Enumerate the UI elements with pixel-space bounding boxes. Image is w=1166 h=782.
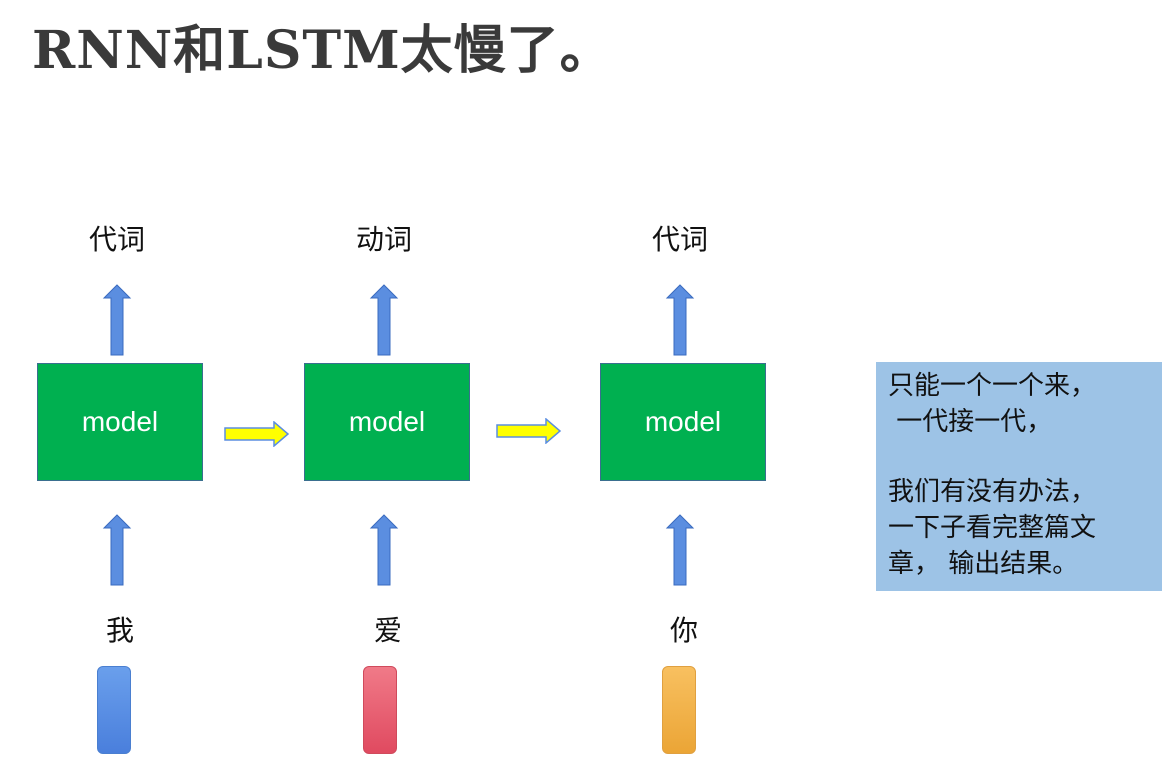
up-arrow-output-1 <box>102 284 132 356</box>
up-arrow-output-3 <box>665 284 695 356</box>
token-vector-3 <box>662 666 696 754</box>
token-vector-1 <box>97 666 131 754</box>
token-vector-2 <box>363 666 397 754</box>
note-line: 一代接一代， <box>888 407 1053 437</box>
up-arrow-input-2 <box>369 514 399 586</box>
note-line: 章， 输出结果。 <box>888 549 1079 579</box>
input-label-2: 爱 <box>373 614 402 647</box>
up-arrow-input-3 <box>665 514 695 586</box>
note-line: 一下子看完整篇文 <box>888 513 1097 543</box>
model-box-2: model <box>304 363 470 481</box>
page-title: RNN和LSTM太慢了。 <box>32 20 613 81</box>
right-arrow-1 <box>224 421 290 447</box>
right-arrow-2 <box>496 418 562 444</box>
output-label-3: 代词 <box>651 223 708 256</box>
note-line: 只能一个一个来， <box>888 371 1097 401</box>
note-spacer <box>888 440 1154 474</box>
output-label-1: 代词 <box>88 223 145 256</box>
up-arrow-input-1 <box>102 514 132 586</box>
model-box-3: model <box>600 363 766 481</box>
note-box: 只能一个一个来， 一代接一代， 我们有没有办法， 一下子看完整篇文 章， 输出结… <box>876 362 1162 591</box>
input-label-1: 我 <box>105 614 134 647</box>
output-label-2: 动词 <box>355 223 412 256</box>
note-line: 我们有没有办法， <box>888 477 1097 507</box>
up-arrow-output-2 <box>369 284 399 356</box>
input-label-3: 你 <box>669 614 698 647</box>
model-box-1: model <box>37 363 203 481</box>
